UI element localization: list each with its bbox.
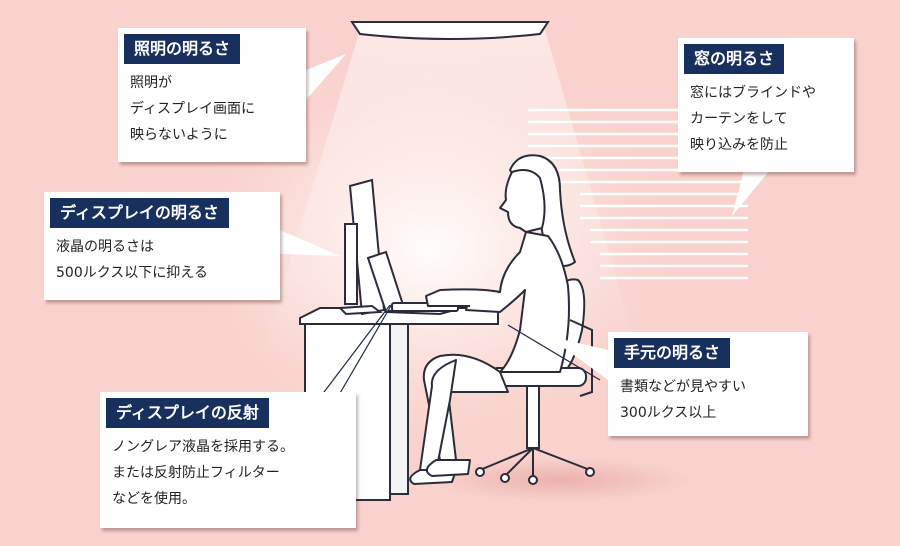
callout-hand-brightness: 手元の明るさ 書類などが見やすい 300ルクス以上 <box>608 332 808 436</box>
callout-display-reflection: ディスプレイの反射 ノングレア液晶を採用する。 または反射防止フィルター などを… <box>100 392 356 528</box>
callout-text-line: 映り込みを防止 <box>690 137 788 153</box>
person <box>409 154 576 485</box>
callout-text-line: 書類などが見やすい <box>620 379 746 395</box>
ceiling-light <box>350 21 550 40</box>
callout-text-line: カーテンをして <box>690 111 788 127</box>
callout-text-line: 500ルクス以下に抑える <box>56 265 208 281</box>
callout-hand-brightness-body: 書類などが見やすい 300ルクス以上 <box>608 368 808 426</box>
callout-lighting-body: 照明が ディスプレイ画面に 映らないように <box>118 64 306 148</box>
callout-hand-brightness-title: 手元の明るさ <box>614 338 731 368</box>
callout-display-brightness: ディスプレイの明るさ 液晶の明るさは 500ルクス以下に抑える <box>44 192 280 300</box>
callout-text-line: 映らないように <box>130 127 228 143</box>
floor-shadow <box>430 458 690 502</box>
callout-text-line: ディスプレイ画面に <box>130 101 256 117</box>
callout-display-reflection-body: ノングレア液晶を採用する。 または反射防止フィルター などを使用。 <box>100 428 356 512</box>
callout-lighting-title: 照明の明るさ <box>124 34 241 64</box>
callout-text-line: 液晶の明るさは <box>56 239 154 255</box>
window-blinds <box>528 108 748 280</box>
callout-text-line: または反射防止フィルター <box>112 465 280 481</box>
callout-display-brightness-title: ディスプレイの明るさ <box>50 198 229 228</box>
callout-text-line: 照明が <box>130 75 172 91</box>
pointer-lines <box>317 303 601 401</box>
callout-text-line: 窓にはブラインドや <box>690 85 816 101</box>
callout-window-title: 窓の明るさ <box>684 44 785 74</box>
callout-window: 窓の明るさ 窓にはブラインドや カーテンをして 映り込みを防止 <box>678 38 854 172</box>
callout-text-line: などを使用。 <box>112 491 196 507</box>
callout-display-reflection-title: ディスプレイの反射 <box>106 398 269 428</box>
callout-window-body: 窓にはブラインドや カーテンをして 映り込みを防止 <box>678 74 854 158</box>
callout-display-brightness-body: 液晶の明るさは 500ルクス以下に抑える <box>44 228 280 286</box>
callout-text-line: ノングレア液晶を採用する。 <box>112 439 294 455</box>
callout-lighting: 照明の明るさ 照明が ディスプレイ画面に 映らないように <box>118 28 306 162</box>
callout-text-line: 300ルクス以上 <box>620 405 717 421</box>
callout-tails <box>280 54 770 380</box>
